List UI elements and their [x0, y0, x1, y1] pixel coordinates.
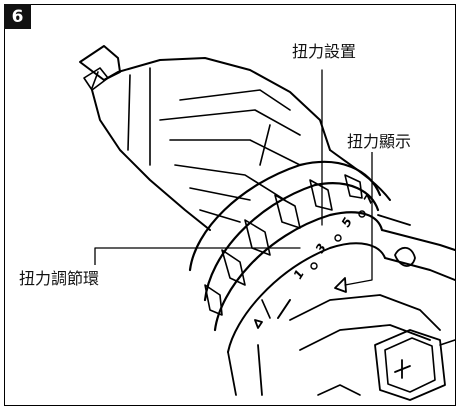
- drill-chuck: [79, 45, 331, 231]
- figure-frame: [4, 4, 456, 406]
- callout-torque-setting: 扭力設置: [290, 38, 359, 62]
- scale-arrow: [254, 319, 263, 329]
- leader-lines: [94, 69, 373, 286]
- scale-dot: [310, 262, 318, 270]
- scale-bar: [277, 299, 291, 319]
- callout-torque-ring: 扭力調節環: [17, 265, 102, 289]
- scale-dot: [358, 210, 366, 218]
- scale-dot: [334, 234, 342, 242]
- drill-body: [227, 149, 456, 401]
- callout-torque-display: 扭力顯示: [345, 128, 414, 152]
- step-number-badge: 6: [4, 4, 31, 29]
